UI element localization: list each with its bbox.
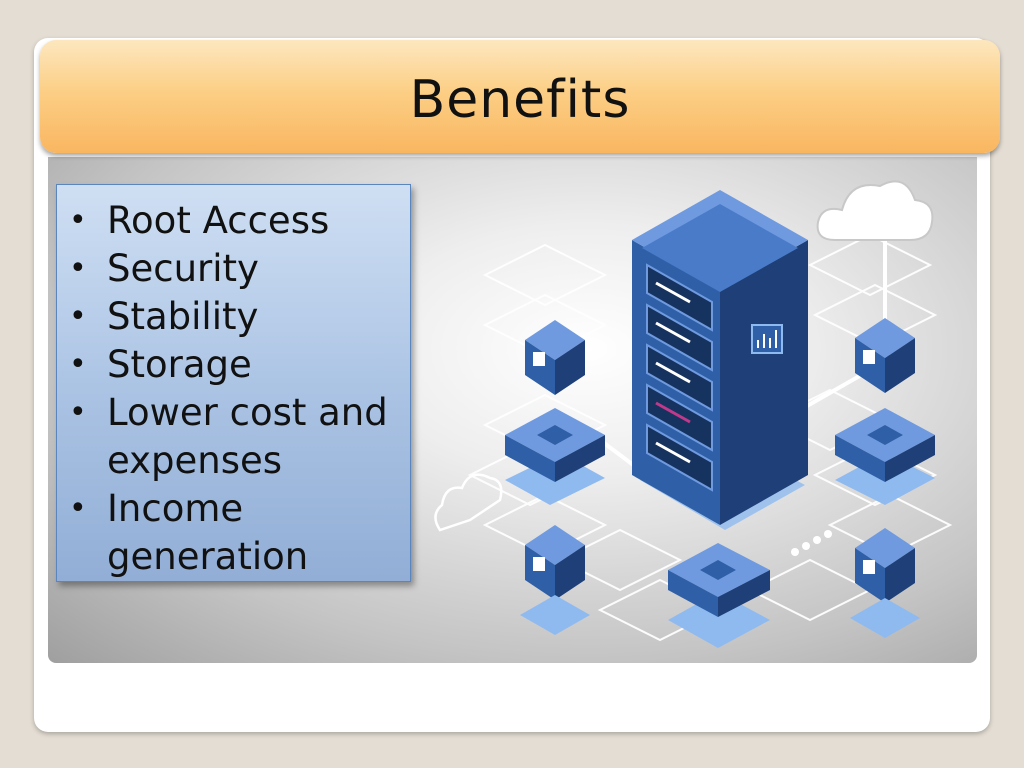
title-bar: Benefits <box>40 40 1000 153</box>
bullet-item: •Stability <box>69 295 259 338</box>
bullet-item: •Lower cost and expenses <box>69 391 388 482</box>
cube-node-icon <box>855 318 915 393</box>
bullet-text: Income generation <box>107 487 309 578</box>
dot-pattern <box>791 530 832 556</box>
bullet-box: •Root Access •Security •Stability •Stora… <box>56 184 411 582</box>
bullet-text: Root Access <box>107 199 330 242</box>
bullet-text: Lower cost and expenses <box>107 391 388 482</box>
cube-node-icon <box>525 320 585 395</box>
hub-node-icon <box>668 543 770 648</box>
server-rack-icon <box>632 190 808 530</box>
bullet-text: Security <box>107 247 259 290</box>
slide-title: Benefits <box>409 69 631 130</box>
cube-node-icon <box>520 525 590 635</box>
hub-node-icon <box>505 408 605 505</box>
cloud-icon <box>434 473 503 532</box>
bullet-text: Stability <box>107 295 259 338</box>
cloud-icon <box>816 180 934 241</box>
bullet-item: •Root Access <box>69 199 330 242</box>
bullet-list: •Root Access •Security •Stability •Stora… <box>57 185 410 581</box>
hub-node-icon <box>835 408 935 505</box>
cube-node-icon <box>850 528 920 638</box>
bullet-text: Storage <box>107 343 252 386</box>
bullet-item: •Security <box>69 247 259 290</box>
server-network-illustration <box>434 180 953 648</box>
bullet-item: •Storage <box>69 343 252 386</box>
bullet-item: •Income generation <box>69 487 309 578</box>
